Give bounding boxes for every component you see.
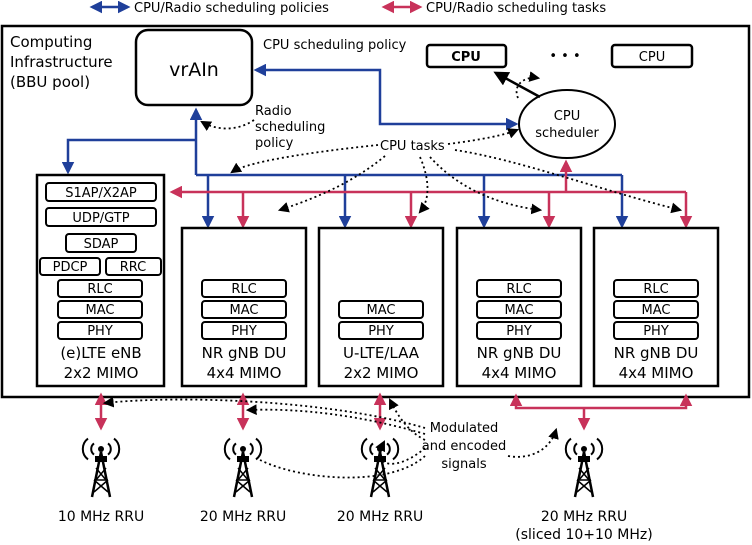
- layer-label-0-1: MAC: [86, 303, 115, 318]
- layer-box-1-1: [201, 300, 287, 319]
- legend: CPU/Radio scheduling policies CPU/Radio …: [89, 0, 606, 16]
- infra-label-1: Computing: [10, 33, 92, 51]
- layer-label-4-1: MAC: [642, 303, 671, 318]
- radio-policy-pointer: [200, 119, 255, 131]
- unit-layers: RLC MAC PHY RLC MAC PHY MAC PHY RLC MAC PHY RLC MAC P…: [57, 279, 699, 340]
- rru-label-1: 20 MHz RRU: [200, 509, 286, 525]
- layer-box-3-1: [476, 300, 562, 319]
- layer-box-4-1: [613, 300, 699, 319]
- unit-name-2: U-LTE/LAA: [343, 344, 420, 362]
- layer-box-0-0: [57, 279, 143, 298]
- layer-box-3-2: [476, 321, 562, 340]
- enb-rrc-box: [105, 257, 162, 276]
- rru-tower-1: 20 MHz RRU: [200, 437, 286, 525]
- layer-box-3-0: [476, 279, 562, 298]
- enb-pdcp-label: PDCP: [53, 260, 88, 275]
- rru-label-3: 20 MHz RRU: [541, 509, 627, 525]
- policy-lines: [61, 63, 629, 229]
- legend-policy-label: CPU/Radio scheduling policies: [134, 1, 329, 16]
- legend-task-label: CPU/Radio scheduling tasks: [426, 1, 606, 16]
- rru-tower-0: 10 MHz RRU: [58, 437, 144, 525]
- unit-mimo-2: 2x2 MIMO: [344, 364, 419, 382]
- enb-rrc-label: RRC: [120, 260, 147, 275]
- cpu-ellipsis: • • •: [549, 49, 580, 64]
- cpu-scheduler-label-2: scheduler: [535, 126, 599, 141]
- signals-label-1: Modulated: [430, 421, 499, 436]
- layer-box-4-0: [613, 279, 699, 298]
- cpu-policy-label: CPU scheduling policy: [263, 38, 407, 53]
- cpu-tasks-label: CPU tasks: [380, 139, 445, 154]
- layer-label-0-0: RLC: [87, 282, 112, 297]
- rru-tower-3: 20 MHz RRU (sliced 10+10 MHz): [515, 437, 653, 543]
- rru-label-2: 20 MHz RRU: [337, 509, 423, 525]
- vrain-label: vrAIn: [169, 59, 219, 81]
- radio-unit-box-3: [455, 226, 583, 388]
- enb-udp-box: [45, 207, 157, 227]
- layer-label-1-2: PHY: [231, 324, 257, 339]
- layer-box-1-0: [201, 279, 287, 298]
- signals-label-3: signals: [441, 457, 486, 472]
- cpu-box-n-label: CPU: [639, 50, 665, 65]
- unit-mimo-1: 4x4 MIMO: [207, 364, 282, 382]
- enb-s1ap-label: S1AP/X2AP: [65, 186, 137, 201]
- cpu-box-1: [425, 43, 508, 69]
- layer-label-3-1: MAC: [505, 303, 534, 318]
- radio-policy-label-1: Radio: [255, 104, 292, 119]
- layer-box-0-2: [57, 321, 143, 340]
- signals-label-2: and encoded: [422, 439, 506, 454]
- radio-unit-box-1: [180, 226, 308, 388]
- cpu-scheduler-node: [518, 89, 616, 159]
- layer-label-0-2: PHY: [87, 324, 113, 339]
- enb-pdcp-box: [39, 257, 101, 276]
- radio-unit-box-4: [592, 226, 720, 388]
- layer-label-4-0: RLC: [643, 282, 668, 297]
- rru-sublabel-3: (sliced 10+10 MHz): [515, 527, 652, 543]
- unit-mimo-0: 2x2 MIMO: [64, 364, 139, 382]
- layer-box-2-1: [338, 321, 424, 340]
- radio-policy-label-2: scheduling: [255, 120, 325, 135]
- fronthaul-links: [94, 392, 693, 431]
- radio-unit-box-2: [317, 226, 445, 388]
- layer-box-2-0: [338, 300, 424, 319]
- layer-label-3-0: RLC: [506, 282, 531, 297]
- layer-label-3-2: PHY: [506, 324, 532, 339]
- enb-s1ap-box: [45, 182, 157, 202]
- infra-label-3: (BBU pool): [10, 73, 90, 91]
- layer-label-4-2: PHY: [643, 324, 669, 339]
- cpu-tasks-pointers: [230, 128, 683, 215]
- unit-name-1: NR gNB DU: [202, 344, 287, 362]
- layer-box-4-2: [613, 321, 699, 340]
- cpu-box-n: [610, 43, 694, 69]
- radio-units: (e)LTE eNB 2x2 MIMO NR gNB DU 4x4 MIMO U-LTE…: [60, 226, 720, 388]
- enb-udp-label: UDP/GTP: [72, 211, 129, 226]
- layer-label-2-0: MAC: [367, 303, 396, 318]
- enb-sdap-box: [65, 233, 137, 253]
- rru-label-0: 10 MHz RRU: [58, 509, 144, 525]
- infra-label-2: Infrastructure: [10, 53, 113, 71]
- layer-box-0-1: [57, 300, 143, 319]
- cpu-scheduler-label-1: CPU: [554, 109, 580, 124]
- layer-label-1-0: RLC: [231, 282, 256, 297]
- unit-mimo-3: 4x4 MIMO: [482, 364, 557, 382]
- layer-label-2-1: PHY: [368, 324, 394, 339]
- radio-policy-label-3: policy: [255, 136, 294, 151]
- task-lines: [169, 159, 693, 229]
- cpu-box-1-label: CPU: [451, 50, 481, 65]
- unit-mimo-4: 4x4 MIMO: [619, 364, 694, 382]
- unit-name-3: NR gNB DU: [477, 344, 562, 362]
- rru-tower-2: 20 MHz RRU: [337, 437, 423, 525]
- unit-name-0: (e)LTE eNB: [60, 344, 141, 362]
- signals-pointers: [102, 396, 559, 479]
- scheduler-to-cpu-arrow: [493, 71, 541, 99]
- layer-box-1-2: [201, 321, 287, 340]
- layer-label-1-1: MAC: [230, 303, 259, 318]
- enb-sdap-label: SDAP: [84, 237, 119, 252]
- vrain-box: [134, 28, 254, 107]
- unit-name-4: NR gNB DU: [614, 344, 699, 362]
